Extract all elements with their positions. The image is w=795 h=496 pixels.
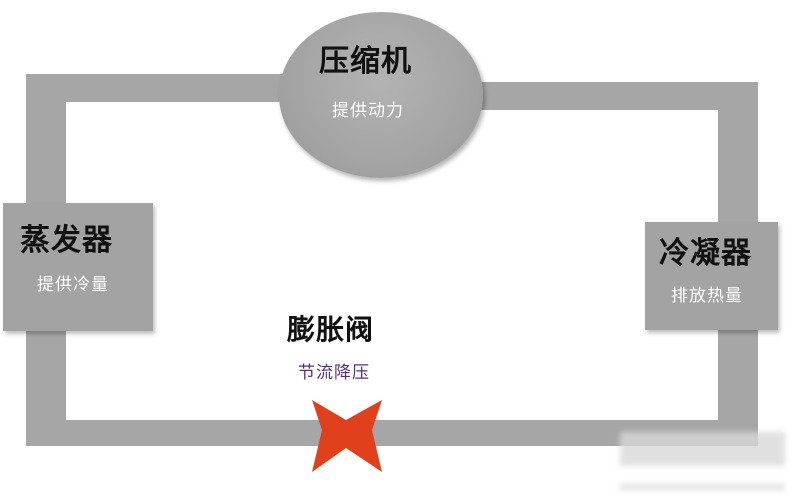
watermark-underline (620, 484, 785, 490)
pipe-top-left (26, 74, 288, 102)
expansion-valve-title: 膨胀阀 (287, 313, 375, 346)
compressor-node (279, 12, 483, 178)
expansion-valve-subtitle: 节流降压 (298, 363, 370, 383)
compressor-subtitle: 提供动力 (332, 101, 404, 121)
condenser-box (645, 222, 778, 330)
condenser-title: 冷凝器 (659, 236, 752, 271)
evaporator-subtitle: 提供冷量 (37, 275, 109, 295)
watermark-blur (620, 432, 785, 466)
compressor-title: 压缩机 (319, 44, 412, 79)
evaporator-box (3, 203, 153, 331)
evaporator-title: 蒸发器 (20, 223, 113, 258)
condenser-subtitle: 排放热量 (671, 286, 743, 306)
pipe-top-right (476, 82, 758, 110)
